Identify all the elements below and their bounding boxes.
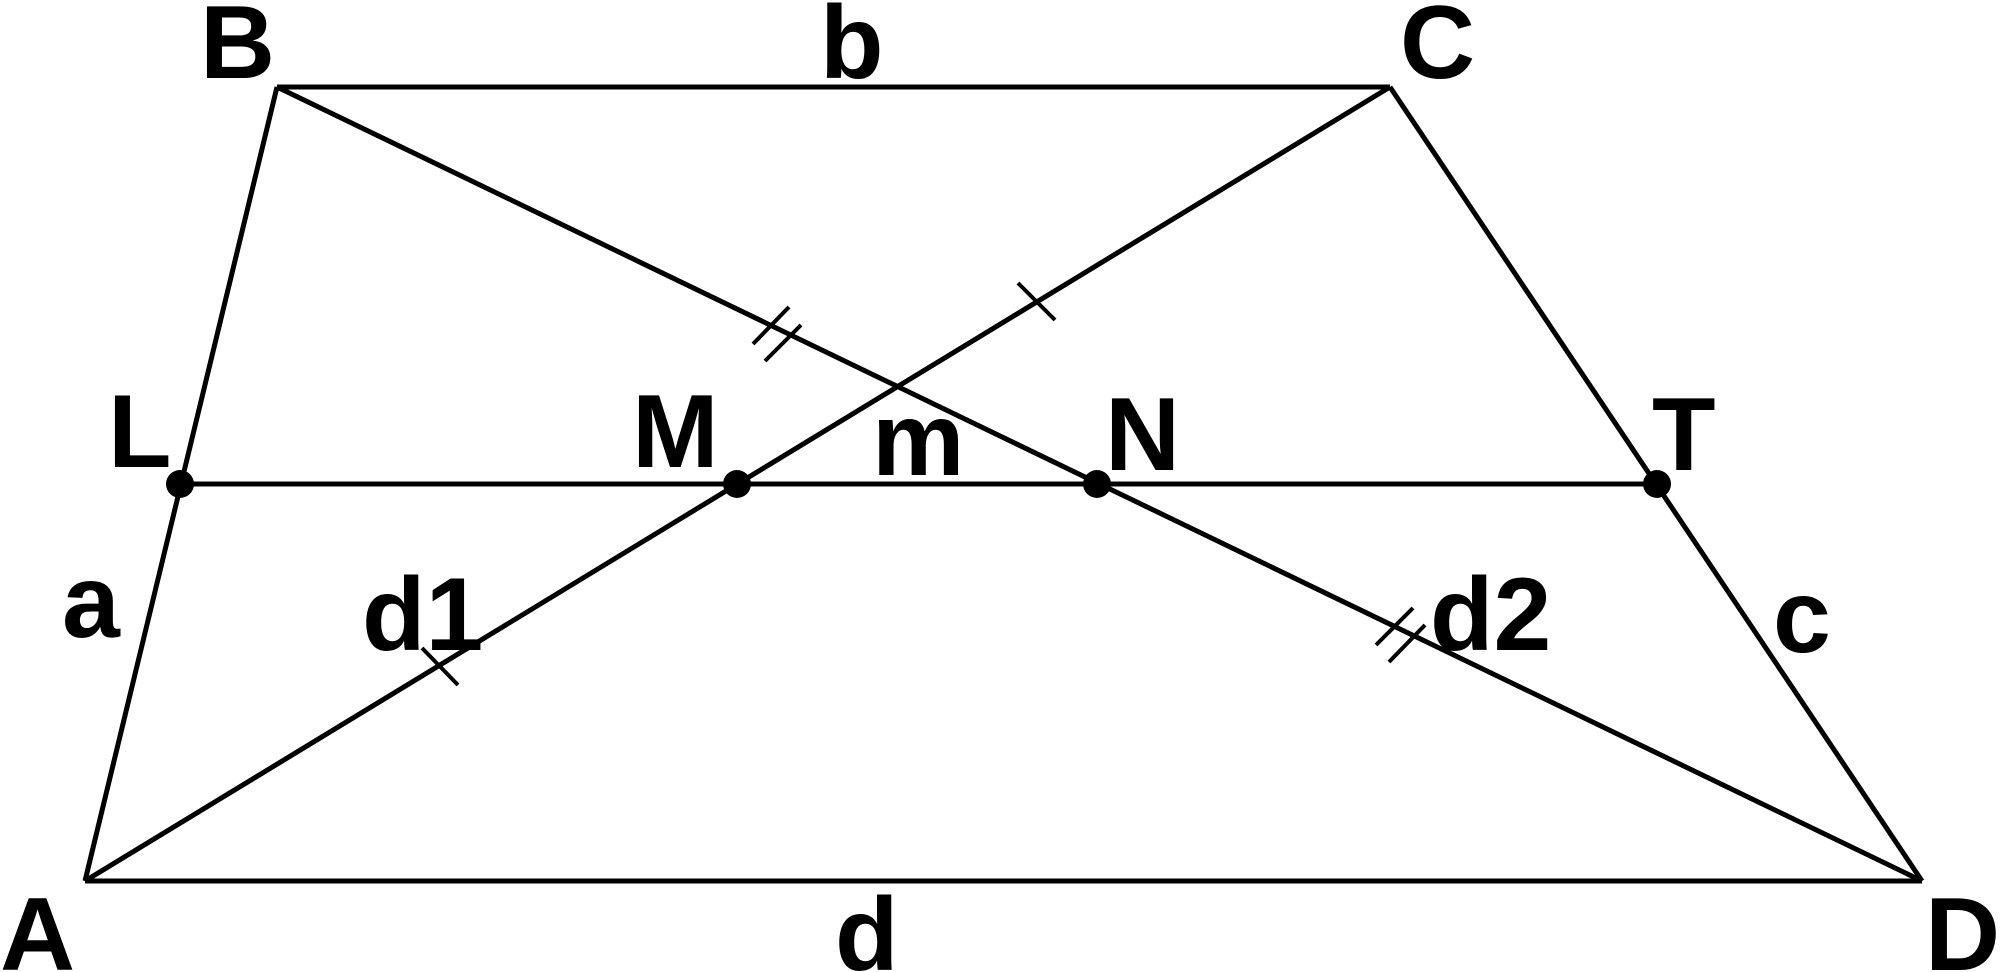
tick-nd-2: [1387, 623, 1427, 664]
label-d1: d1: [362, 557, 483, 673]
point-l: [166, 470, 194, 498]
label-t: T: [1652, 377, 1716, 493]
label-side-c: c: [1773, 559, 1831, 675]
tick-mc: [1016, 281, 1057, 322]
point-t: [1643, 470, 1671, 498]
label-b: B: [200, 0, 275, 101]
point-n: [1083, 470, 1111, 498]
label-n: N: [1105, 377, 1180, 493]
label-side-b: b: [820, 0, 884, 101]
tick-nd-1: [1374, 606, 1415, 647]
label-c: C: [1400, 0, 1475, 101]
tick-bn-2: [763, 323, 803, 363]
tick-am: [420, 646, 460, 687]
label-l: L: [108, 374, 172, 490]
label-segment-m: m: [872, 382, 964, 498]
label-side-a: a: [62, 544, 121, 660]
label-m: M: [632, 374, 719, 490]
label-d2: d2: [1430, 557, 1551, 673]
label-side-d: d: [835, 877, 899, 972]
label-d: D: [1925, 877, 2000, 972]
label-a: A: [0, 877, 75, 972]
point-m: [723, 470, 751, 498]
tick-bn-1: [751, 305, 791, 346]
